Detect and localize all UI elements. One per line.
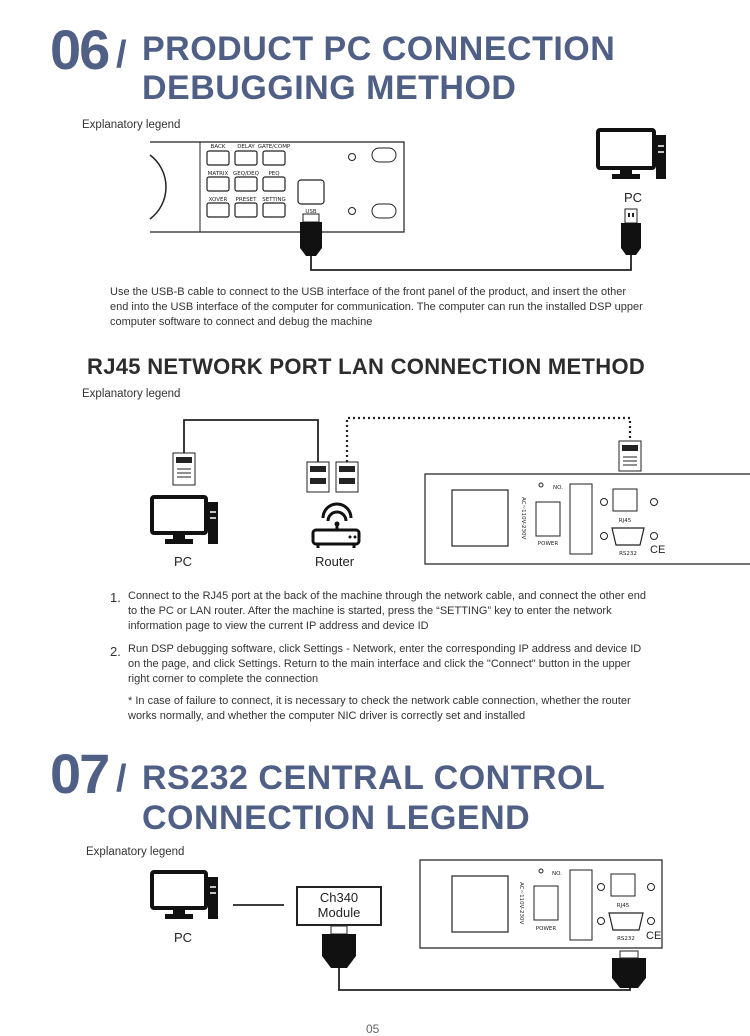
rear-rj45-label-2: RJ45 — [617, 903, 630, 909]
btn-label-delay: DELAY — [237, 144, 255, 150]
rear-rj45-label: RJ45 — [619, 518, 632, 524]
failure-note: * In case of failure to connect, it is n… — [128, 695, 631, 722]
ce-mark-2: CE — [646, 930, 661, 942]
btn-label-preset: PRESET — [236, 197, 258, 203]
rear-power-label-2: POWER — [536, 926, 557, 932]
lan-cable-dotted — [345, 416, 632, 462]
rear-no-label-2: NO. — [552, 871, 562, 877]
section-07-number: 07 — [50, 742, 110, 805]
pc-label-rj45: PC — [174, 554, 193, 569]
pc-label-usb: PC — [624, 190, 643, 205]
section-06-slash: / — [116, 34, 127, 76]
ch340-module-label: Ch340 Module — [297, 890, 381, 920]
rj45-plug-router-b — [335, 461, 359, 493]
section-07-title-line1: RS232 CENTRAL CONTROL — [142, 759, 606, 797]
rj45-plug-machine — [618, 440, 642, 472]
db9-plug-module — [322, 925, 356, 968]
section-06-legend: Explanatory legend — [82, 119, 181, 131]
db9-plug-machine — [612, 950, 646, 988]
usb-label: USB — [305, 209, 317, 215]
section-07-title-line2: CONNECTION LEGEND — [142, 799, 531, 837]
front-panel-diagram: BACK DELAY GATE/COMP MATRIX GEQ/DEQ PEQ … — [149, 128, 666, 271]
rj45-diagram: AC~110V-230V NO. POWER RJ45 RS232 CE — [150, 416, 750, 565]
pc-label-rs232: PC — [174, 930, 193, 945]
btn-label-matrix: MATRIX — [208, 171, 229, 177]
rear-voltage-label-2: AC~110V-230V — [518, 882, 524, 925]
rear-no-label: NO. — [553, 485, 563, 491]
step-2-text: Run DSP debugging software, click Settin… — [128, 643, 642, 685]
module-label-line2: Module — [317, 905, 361, 920]
page-number: 05 — [366, 1022, 380, 1036]
step-1-number: 1. — [110, 590, 121, 605]
panel-button-grid — [206, 150, 286, 218]
btn-label-gate-comp: GATE/COMP — [258, 144, 291, 150]
lan-cable-solid — [183, 419, 319, 462]
ch340-module-box — [296, 886, 382, 926]
rj45-plug-router-a — [306, 461, 330, 493]
rear-power-label: POWER — [538, 541, 559, 547]
btn-label-back: BACK — [211, 144, 226, 150]
rj45-legend: Explanatory legend — [82, 388, 181, 400]
usb-description: Use the USB-B cable to connect to the US… — [110, 286, 643, 328]
usb-a-plug — [621, 208, 641, 255]
step-2-number: 2. — [110, 644, 121, 659]
usb-port — [297, 179, 325, 205]
pc-monitor-icon-rj45 — [150, 495, 218, 544]
section-07-legend: Explanatory legend — [86, 846, 185, 858]
rs232-cable — [338, 968, 631, 991]
router-icon — [311, 502, 361, 548]
pc-monitor-icon — [596, 128, 666, 179]
section-06-title-line1: PRODUCT PC CONNECTION — [142, 30, 616, 68]
rear-panel-rj45 — [424, 473, 750, 565]
rj45-plug-pc — [172, 452, 196, 486]
btn-label-geq-deq: GEQ/DEQ — [233, 171, 260, 177]
rj45-heading: RJ45 NETWORK PORT LAN CONNECTION METHOD — [87, 354, 646, 379]
router-label: Router — [315, 554, 355, 569]
btn-label-xover: XOVER — [209, 197, 228, 203]
rear-rs232-label: RS232 — [619, 551, 637, 557]
rear-voltage-label: AC~110V-230V — [520, 497, 526, 540]
module-label-line1: Ch340 — [319, 890, 359, 905]
rear-rs232-label-2: RS232 — [617, 936, 635, 942]
step-1-text: Connect to the RJ45 port at the back of … — [128, 590, 646, 632]
btn-label-peq: PEQ — [268, 171, 280, 177]
ce-mark: CE — [650, 544, 665, 556]
section-07-slash: / — [116, 758, 127, 800]
usb-b-plug — [300, 213, 322, 256]
rear-panel-rs232 — [419, 859, 663, 949]
rs232-diagram: AC~110V-230V NO. POWER RJ45 RS232 CE — [150, 859, 663, 991]
section-06-title-line2: DEBUGGING METHOD — [142, 69, 517, 107]
pc-monitor-icon-rs232 — [150, 870, 218, 919]
btn-label-setting: SETTING — [262, 197, 286, 203]
volume-knob — [149, 154, 167, 220]
usb-cable — [310, 254, 632, 271]
section-06-number: 06 — [50, 18, 110, 81]
